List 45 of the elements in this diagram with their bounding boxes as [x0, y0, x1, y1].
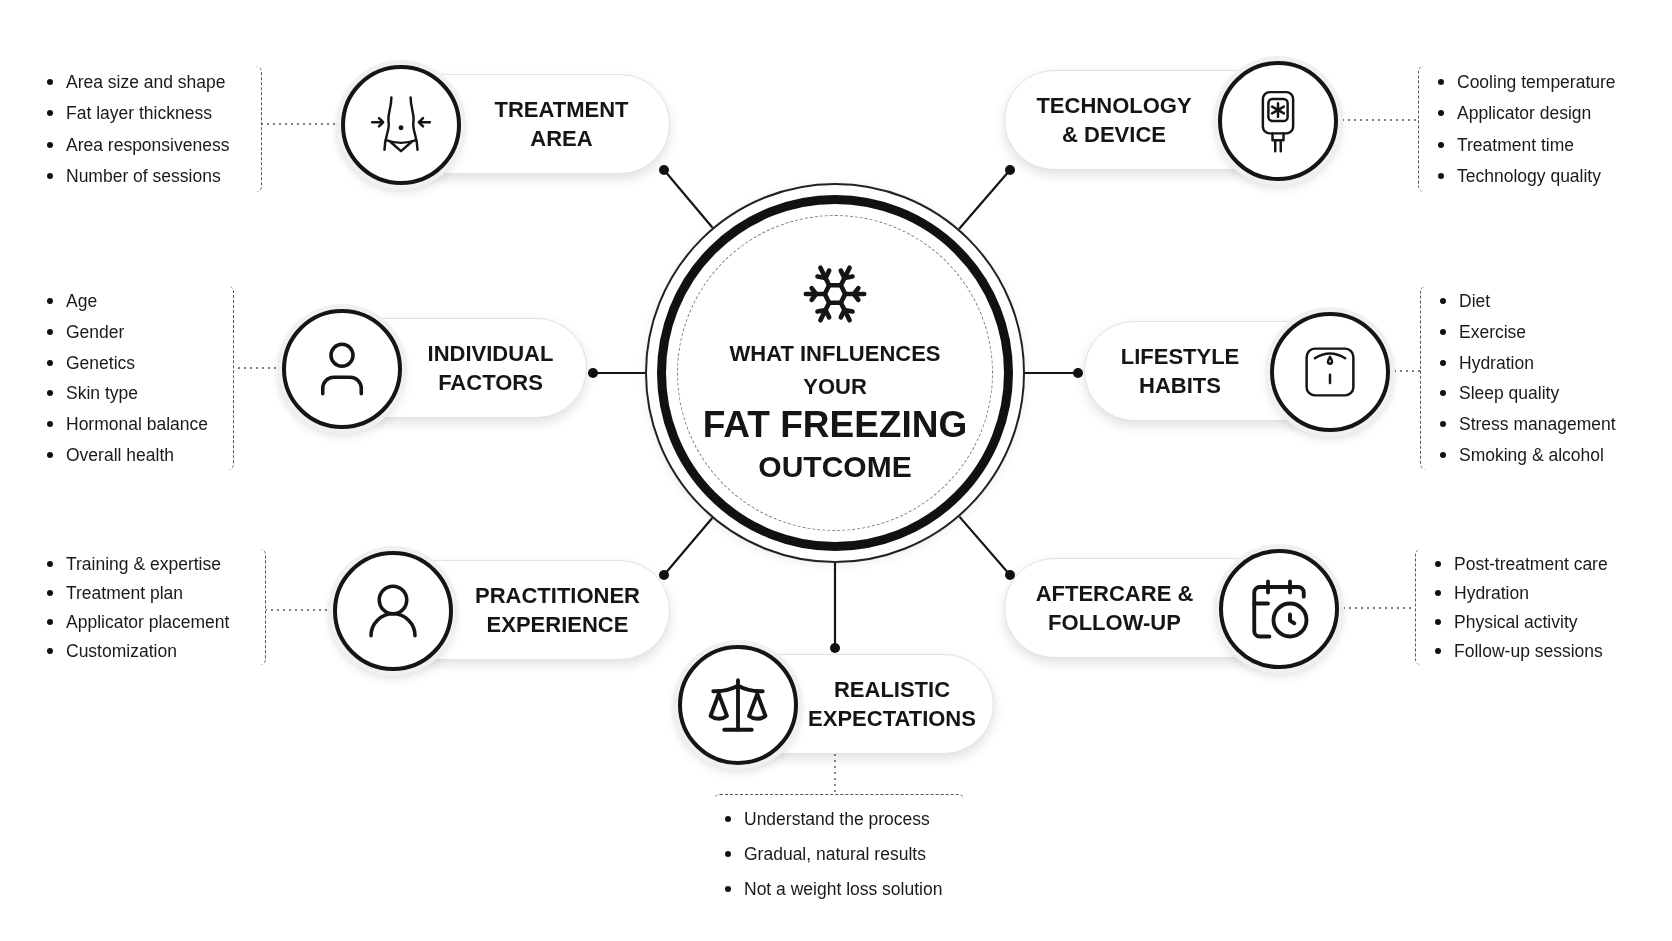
list-item: Genetics [44, 350, 233, 375]
list-item: Diet [1437, 289, 1650, 314]
list-item: Age [44, 289, 233, 314]
list-item: Smoking & alcohol [1437, 442, 1650, 467]
list-item: Customization [44, 638, 265, 663]
list-item: Sleep quality [1437, 381, 1650, 406]
list-item: Hydration [1437, 350, 1650, 375]
factor-label: PRACTITIONER EXPERIENCE [474, 582, 641, 639]
list-item: Exercise [1437, 320, 1650, 344]
factor-label: AFTERCARE & FOLLOW-UP [1034, 580, 1195, 637]
list-item: Physical activity [1432, 609, 1635, 634]
list-item: Number of sessions [44, 164, 261, 189]
connector-line [1025, 368, 1083, 378]
list-item: Area responsiveness [44, 132, 261, 157]
list-item: Post-treatment care [1432, 551, 1635, 576]
list-item: Applicator placement [44, 609, 265, 634]
list-item: Hormonal balance [44, 411, 233, 436]
list-item: Follow-up sessions [1432, 638, 1635, 663]
list-item: Cooling temperature [1435, 69, 1633, 94]
list-item: Stress management [1437, 411, 1650, 436]
factor-label: REALISTIC EXPECTATIONS [807, 676, 977, 733]
list-item: Hydration [1432, 580, 1635, 605]
dotted-connector [834, 753, 836, 795]
list-item: Understand the process [722, 806, 964, 831]
list-item: Area size and shape [44, 69, 261, 94]
factor-label: TREATMENT AREA [493, 96, 630, 153]
list-item: Treatment time [1435, 132, 1633, 157]
list-item: Applicator design [1435, 101, 1633, 126]
list-item: Training & expertise [44, 551, 265, 576]
list-item: Technology quality [1435, 164, 1633, 189]
list-item: Gradual, natural results [722, 841, 964, 866]
list-item: Overall health [44, 442, 233, 467]
hub-text: OUTCOME [758, 449, 912, 485]
list-item: Treatment plan [44, 580, 265, 605]
list-item: Gender [44, 320, 233, 344]
connector-line [830, 563, 840, 653]
list-item: Skin type [44, 381, 233, 406]
list-item: Fat layer thickness [44, 101, 261, 126]
hub-text: WHAT INFLUENCES YOUR [728, 340, 942, 401]
factor-label: LIFESTYLE HABITS [1119, 343, 1241, 400]
list-item: Not a weight loss solution [722, 876, 964, 901]
connector-line [588, 368, 645, 378]
factor-label: INDIVIDUAL FACTORS [426, 340, 555, 397]
hub-title: FAT FREEZING [702, 403, 968, 447]
factor-label: TECHNOLOGY & DEVICE [1035, 92, 1193, 149]
